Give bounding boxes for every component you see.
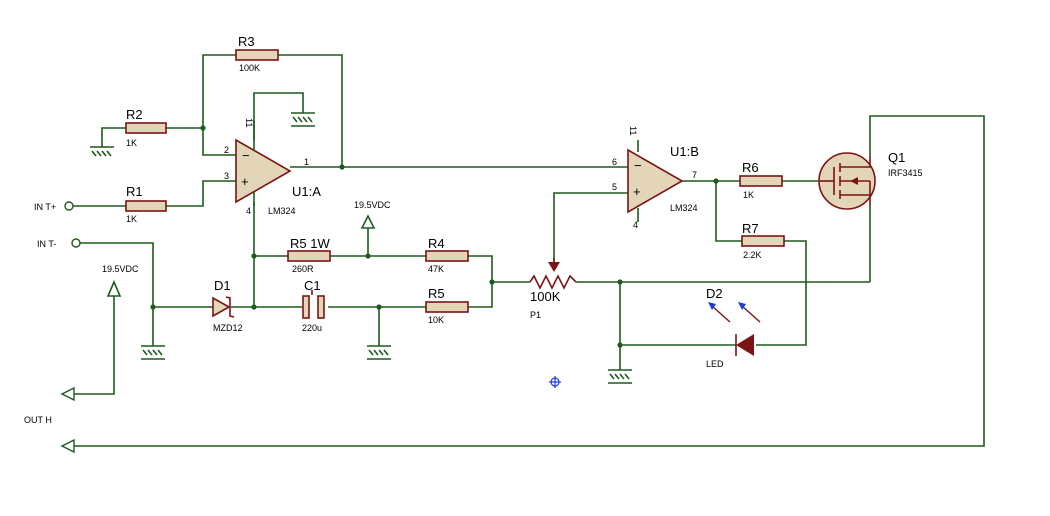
pin-u1b-7: 7 <box>692 170 697 180</box>
supply-arrow-outh <box>106 279 122 297</box>
label-r4-value: 47K <box>428 264 444 274</box>
origin-marker-icon <box>549 376 561 388</box>
label-c1-ref: C1 <box>304 278 321 293</box>
label-r5w-ref: R5 1W <box>290 236 330 251</box>
terminal-out-h-arrow <box>60 386 75 402</box>
label-u1a-part: LM324 <box>268 206 296 216</box>
ground-symbol-led <box>608 369 632 384</box>
label-c1-value: 220u <box>302 323 322 333</box>
pin-u1b-4: 4 <box>633 220 638 230</box>
label-r3-ref: R3 <box>238 34 255 49</box>
ground-symbol-c1 <box>367 345 391 360</box>
label-d2-ref: D2 <box>706 286 723 301</box>
opamp-u1a <box>235 128 292 206</box>
resistor-r1 <box>125 200 167 212</box>
resistor-r7 <box>741 235 785 247</box>
label-d2-part: LED <box>706 359 724 369</box>
label-r7-ref: R7 <box>742 221 759 236</box>
junction-dots <box>150 125 719 348</box>
capacitor-c1 <box>302 290 325 319</box>
wires <box>72 54 985 447</box>
resistor-r5-1w <box>287 250 331 262</box>
label-r3-value: 100K <box>239 63 260 73</box>
resistor-r6 <box>739 175 783 187</box>
label-r5w-value: 260R <box>292 264 314 274</box>
label-u1b-part: LM324 <box>670 203 698 213</box>
label-supply-outh: 19.5VDC <box>102 264 139 274</box>
symbol-u1b-plus: + <box>633 184 641 199</box>
label-supply-r5w: 19.5VDC <box>354 200 391 210</box>
pin-u1a-2: 2 <box>224 145 229 155</box>
label-in-tminus: IN T- <box>37 239 56 249</box>
symbol-u1b-minus: − <box>634 158 642 173</box>
opamp-u1b <box>627 148 684 214</box>
pin-u1b-6: 6 <box>612 157 617 167</box>
label-out-h: OUT H <box>24 415 52 425</box>
terminal-in-tplus <box>64 201 74 211</box>
label-d1-ref: D1 <box>214 278 231 293</box>
pin-u1a-11: 11 <box>244 118 254 127</box>
terminal-out-h-return-arrow <box>60 438 75 454</box>
pin-u1b-5: 5 <box>612 182 617 192</box>
led-light-arrows <box>708 302 761 323</box>
label-q1-part: IRF3415 <box>888 168 923 178</box>
ground-symbol-in-tminus <box>141 345 165 360</box>
label-u1a-ref: U1:A <box>292 184 321 199</box>
label-r2-ref: R2 <box>126 107 143 122</box>
pin-u1b-11: 11 <box>628 126 638 135</box>
led-d2 <box>708 302 761 356</box>
ground-symbol-u1a <box>291 112 315 127</box>
label-r6-value: 1K <box>743 190 754 200</box>
label-r2-value: 1K <box>126 138 137 148</box>
resistor-r4 <box>425 250 469 262</box>
label-p1-ref: P1 <box>530 310 541 320</box>
label-r1-value: 1K <box>126 214 137 224</box>
label-u1b-ref: U1:B <box>670 144 699 159</box>
label-r4-ref: R4 <box>428 236 445 251</box>
label-p1-value: 100K <box>530 289 561 304</box>
zener-d1 <box>212 296 235 318</box>
label-r7-value: 2.2K <box>743 250 762 260</box>
terminal-in-tminus <box>71 238 81 248</box>
label-in-tplus: IN T+ <box>34 202 56 212</box>
label-r5-ref: R5 <box>428 286 445 301</box>
potentiometer-p1 <box>529 258 577 290</box>
label-r5-value: 10K <box>428 315 444 325</box>
ground-symbol-r2 <box>90 146 114 157</box>
resistor-r5 <box>425 301 469 313</box>
resistor-r2 <box>125 122 167 134</box>
resistor-r3 <box>235 49 279 61</box>
pin-u1a-1: 1 <box>304 157 309 167</box>
supply-arrow-r5w <box>360 214 376 229</box>
symbol-u1a-minus: − <box>242 148 250 163</box>
component-labels: R3 100K R2 1K R1 1K U1:A LM324 U1:B LM32… <box>24 34 923 425</box>
label-q1-ref: Q1 <box>888 150 905 165</box>
label-d1-part: MZD12 <box>213 323 243 333</box>
pin-u1a-4: 4 <box>246 206 251 216</box>
pin-u1a-3: 3 <box>224 171 229 181</box>
mosfet-q1 <box>818 152 876 210</box>
label-r1-ref: R1 <box>126 184 143 199</box>
symbol-u1a-plus: + <box>241 174 249 189</box>
pin-labels: 2 3 1 11 4 − + 6 5 7 11 4 − + <box>224 118 697 230</box>
label-r6-ref: R6 <box>742 160 759 175</box>
